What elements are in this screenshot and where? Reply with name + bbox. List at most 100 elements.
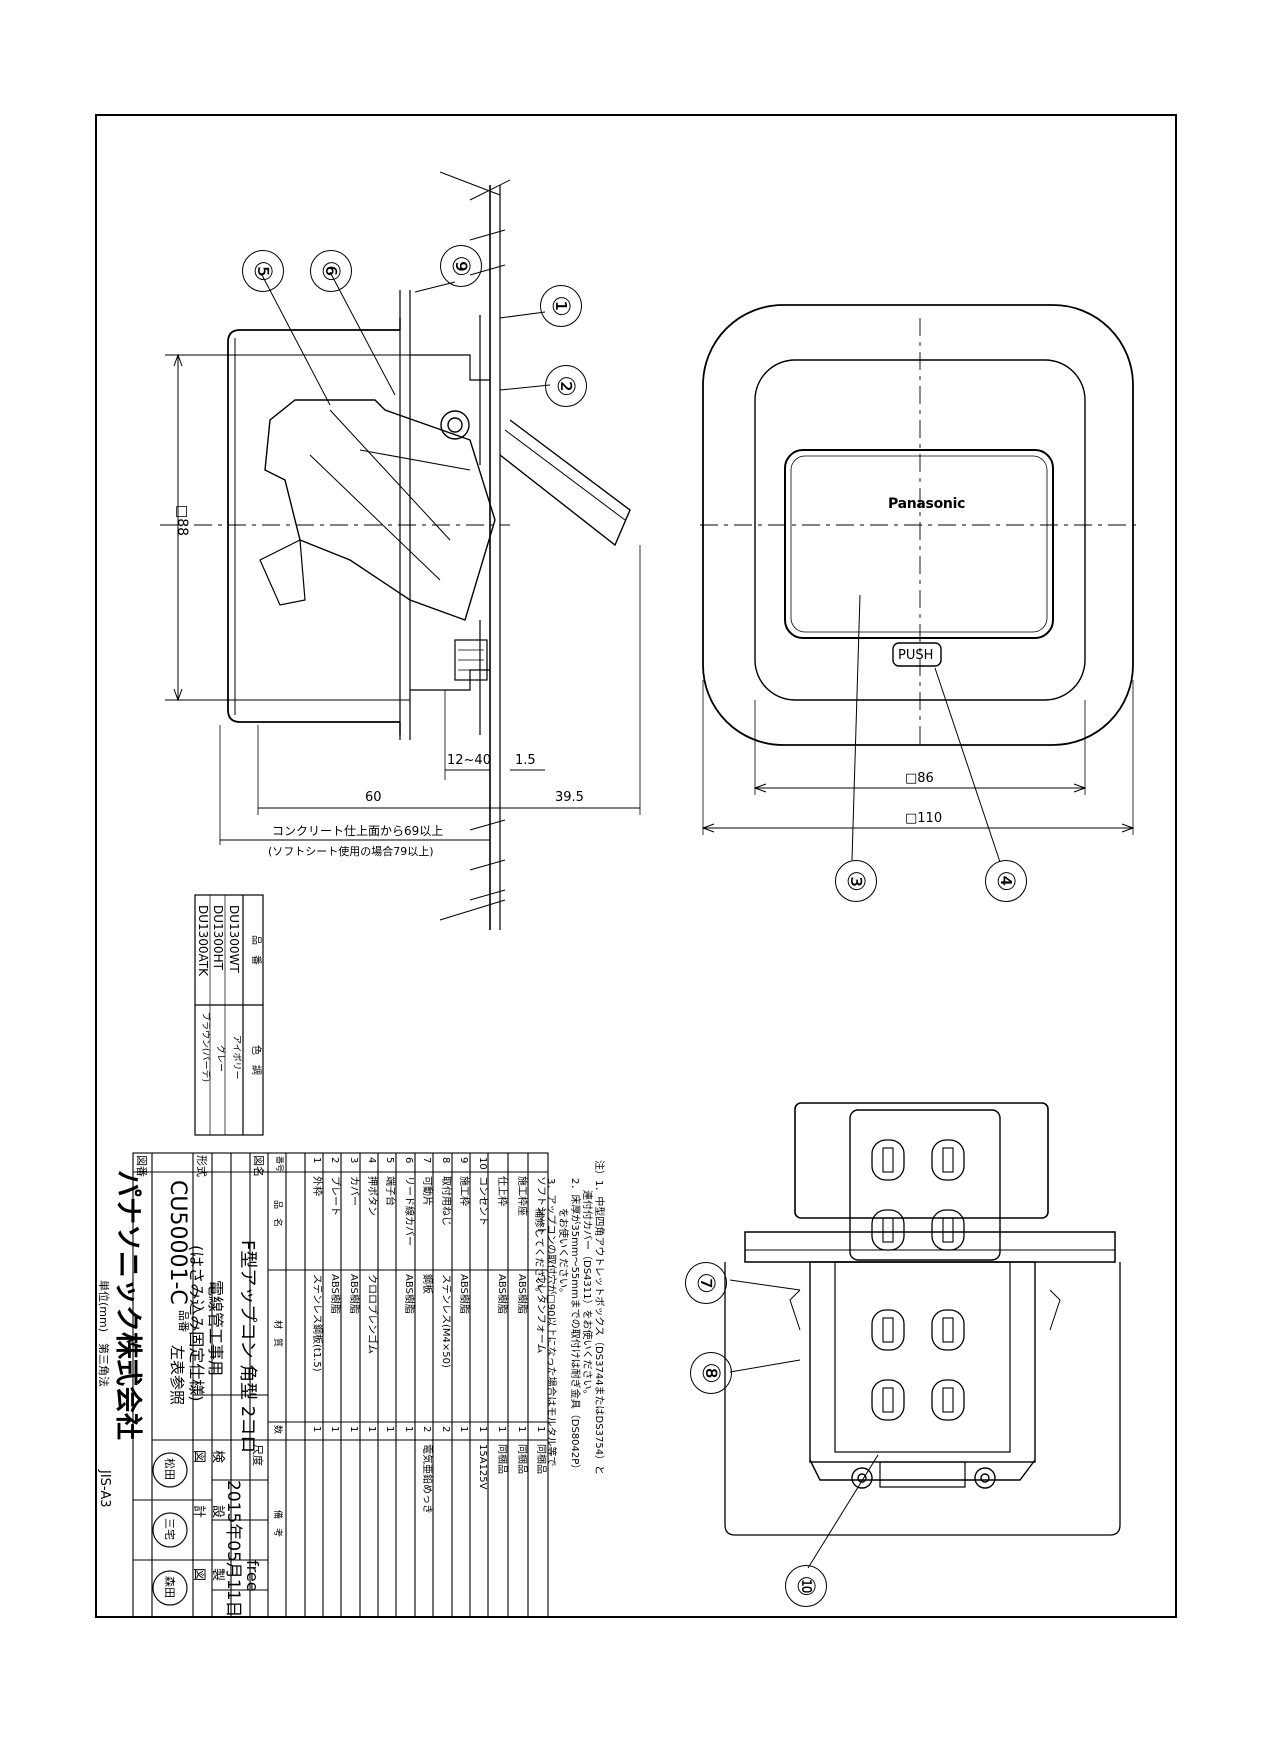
stamp-name-1: 松田 <box>163 1458 176 1480</box>
dim-60: 60 <box>365 790 382 805</box>
parts-cell-name: 可動片 <box>421 1176 432 1206</box>
parts-cell-material: ウレタンフォーム <box>535 1274 546 1354</box>
parts-cell-remark: 同梱品 <box>496 1444 507 1474</box>
dim-12-40: 12~40 <box>447 753 491 768</box>
parts-cell-name: 端子台 <box>384 1176 395 1206</box>
parts-cell-name: ソフトシート <box>535 1176 546 1236</box>
callout-6: ⑥ <box>310 250 352 292</box>
parts-cell-qty: 1 <box>366 1426 377 1433</box>
dim-1-5: 1.5 <box>515 753 536 768</box>
parts-cell-remark: 15A125V <box>477 1444 488 1490</box>
outlet-slot <box>931 1379 965 1421</box>
parts-cell-no: 7 <box>421 1157 432 1164</box>
parts-cell-material: ステンレス(M4×50) <box>440 1274 451 1368</box>
parts-header-name: 品 名 <box>272 1200 282 1228</box>
dim-110: □110 <box>905 811 943 826</box>
callout-7: ⑦ <box>685 1262 727 1304</box>
parts-cell-material: ABS樹脂 <box>329 1274 340 1314</box>
color-table-color-1: アイボリー <box>231 1035 241 1080</box>
parts-cell-qty: 1 <box>403 1426 414 1433</box>
sign-label-5: 製 <box>210 1568 225 1582</box>
parts-header-remark: 備 考 <box>272 1510 282 1538</box>
parts-header-no: 番号 <box>275 1156 284 1172</box>
sheet-frame <box>95 114 1177 1618</box>
parts-header-qty: 数 <box>272 1425 282 1435</box>
parts-cell-name: コンセント <box>477 1176 488 1226</box>
parts-cell-name: プレート <box>329 1176 340 1216</box>
outlet-blade-hole <box>882 1217 894 1243</box>
parts-cell-qty: 1 <box>458 1426 469 1433</box>
part-number-ref: 左表参照 <box>168 1345 186 1406</box>
parts-cell-no: 9 <box>458 1157 469 1164</box>
front-view <box>700 304 1140 863</box>
soft-sheet-note: (ソフトシート使用の場合79以上) <box>268 845 434 858</box>
outlet-slot <box>931 1209 965 1251</box>
stamp-1 <box>152 1452 188 1488</box>
stamp-name-3: 森田 <box>163 1576 176 1598</box>
parts-cell-no: 10 <box>477 1157 488 1170</box>
parts-cell-name: リード線カバー <box>403 1176 414 1246</box>
callout-2: ② <box>545 365 587 407</box>
outlet-blade-hole <box>882 1317 894 1343</box>
stamp-2 <box>152 1512 188 1548</box>
section-view <box>160 171 641 930</box>
parts-cell-qty: 1 <box>496 1426 507 1433</box>
parts-cell-qty: 1 <box>311 1426 322 1433</box>
stamp-3 <box>152 1570 188 1606</box>
outlet-slot <box>871 1139 905 1181</box>
parts-cell-remark: 同梱品 <box>516 1444 527 1474</box>
parts-cell-no: 6 <box>403 1157 414 1164</box>
sign-label-1: 検 <box>210 1450 225 1464</box>
parts-cell-name: 取付用ねじ <box>440 1176 451 1226</box>
drawing-number: CU50001-C <box>165 1180 190 1305</box>
parts-cell-qty: 1 <box>329 1426 340 1433</box>
parts-cell-name: 施工枠 <box>458 1176 469 1206</box>
parts-cell-no: 1 <box>311 1157 322 1164</box>
outlet-slot <box>871 1209 905 1251</box>
sign-label-4: 計 <box>191 1505 206 1519</box>
outlet-blade-hole <box>942 1217 954 1243</box>
color-table-model-1: DU1300WT <box>227 905 241 973</box>
unit-note: 単位(mm) 第三角法 <box>97 1280 110 1388</box>
outlet-slot <box>931 1139 965 1181</box>
callout-10: ⑩ <box>785 1565 827 1607</box>
parts-cell-remark: 電気亜鉛めっき <box>421 1444 432 1514</box>
parts-cell-name: 施工枠座 <box>516 1176 527 1216</box>
parts-cell-qty: 2 <box>440 1426 451 1433</box>
brand-logo: Panasonic <box>888 496 966 512</box>
drawing-title: F型アップコン 角型 2コロ <box>237 1240 258 1454</box>
parts-cell-no: 8 <box>440 1157 451 1164</box>
parts-cell-material: ABS樹脂 <box>458 1274 469 1314</box>
sign-label-3: 設 <box>210 1505 225 1519</box>
color-table-grid <box>194 894 264 1136</box>
parts-cell-qty: 1 <box>516 1426 527 1433</box>
label-type: 形式 <box>195 1155 208 1177</box>
callout-5: ⑤ <box>242 250 284 292</box>
color-table-header-color: 色 調 <box>250 1045 261 1075</box>
paper-size: JIS-A3 <box>97 1470 112 1508</box>
concrete-note: コンクリート仕上面から69以上 <box>272 824 444 838</box>
color-table-color-2: グレー <box>215 1045 225 1073</box>
parts-cell-no: 4 <box>366 1157 377 1164</box>
parts-cell-name: 押ボタン <box>366 1176 377 1216</box>
parts-cell-qty: 1 <box>477 1426 488 1433</box>
dim-39-5: 39.5 <box>555 790 584 805</box>
parts-cell-qty: 1 <box>384 1426 395 1433</box>
parts-cell-no: 2 <box>329 1157 340 1164</box>
color-table-model-3: DU1300ATK <box>196 905 210 977</box>
parts-cell-qty: 2 <box>421 1426 432 1433</box>
color-table-color-3: ブラウン(パーデ) <box>200 1012 210 1083</box>
callout-3: ③ <box>835 860 877 902</box>
color-table-model-2: DU1300HT <box>211 905 225 970</box>
company-name: パナソニック株式会社 <box>112 1170 143 1440</box>
parts-cell-name: カバー <box>348 1176 359 1206</box>
push-button-label: PUSH <box>898 648 934 663</box>
label-scale: 尺度 <box>251 1444 264 1466</box>
callout-8: ⑧ <box>690 1352 732 1394</box>
parts-cell-material: 鋼板 <box>421 1274 432 1294</box>
label-part-no: 品番 <box>177 1310 190 1332</box>
parts-cell-material: ABS樹脂 <box>403 1274 414 1314</box>
parts-cell-qty: 1 <box>535 1426 546 1433</box>
